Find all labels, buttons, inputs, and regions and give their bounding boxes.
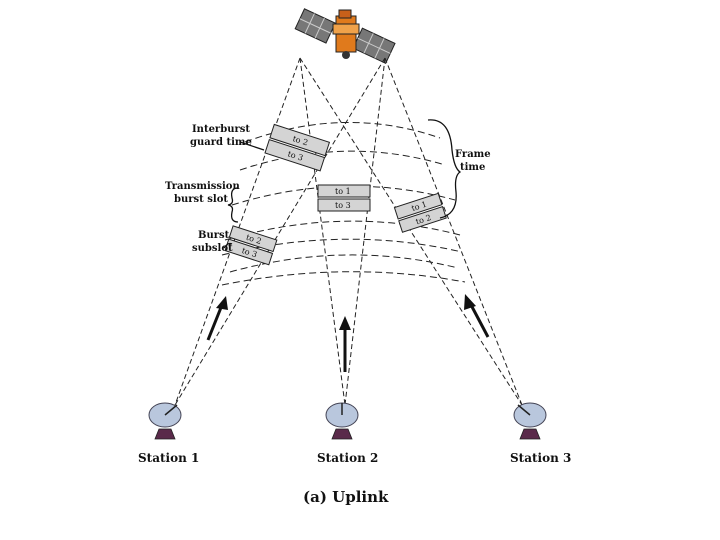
- figure-caption: (a) Uplink: [303, 488, 389, 506]
- station-label: Station 3: [510, 451, 571, 465]
- svg-text:Interburst: Interburst: [192, 124, 250, 135]
- svg-text:subslot: subslot: [192, 243, 233, 254]
- burst-station2: to 1 to 3: [317, 184, 371, 212]
- label-frame-time: Frame time: [427, 119, 491, 219]
- label-transmission-burst-slot: Transmission burst slot: [165, 181, 240, 223]
- satellite-icon: [294, 8, 396, 65]
- up-arrow-icon: [339, 316, 351, 372]
- burst-station3: to 1 to 2: [393, 192, 447, 233]
- dish-antenna-icon: [513, 402, 547, 440]
- dish-antenna-icon: [148, 402, 182, 440]
- svg-text:guard time: guard time: [190, 137, 252, 148]
- dish-antenna-icon: [325, 402, 359, 440]
- svg-text:Transmission: Transmission: [165, 181, 240, 192]
- burst-label: to 3: [335, 201, 351, 210]
- up-arrow-icon: [206, 296, 228, 341]
- burst-station1-upper: to 2 to 3: [264, 123, 331, 172]
- label-interburst-guard-time: Interburst guard time: [190, 124, 265, 151]
- burst-label: to 1: [335, 187, 351, 196]
- svg-text:Burst: Burst: [198, 230, 230, 241]
- svg-text:Frame: Frame: [455, 149, 491, 160]
- label-burst-subslot: Burst subslot: [192, 230, 233, 254]
- svg-text:burst slot: burst slot: [174, 194, 228, 205]
- up-arrow-icon: [464, 294, 490, 338]
- burst-station1-lower: to 2 to 3: [224, 225, 278, 266]
- svg-text:time: time: [460, 162, 485, 173]
- station-label: Station 1: [138, 451, 199, 465]
- station-label: Station 2: [317, 451, 378, 465]
